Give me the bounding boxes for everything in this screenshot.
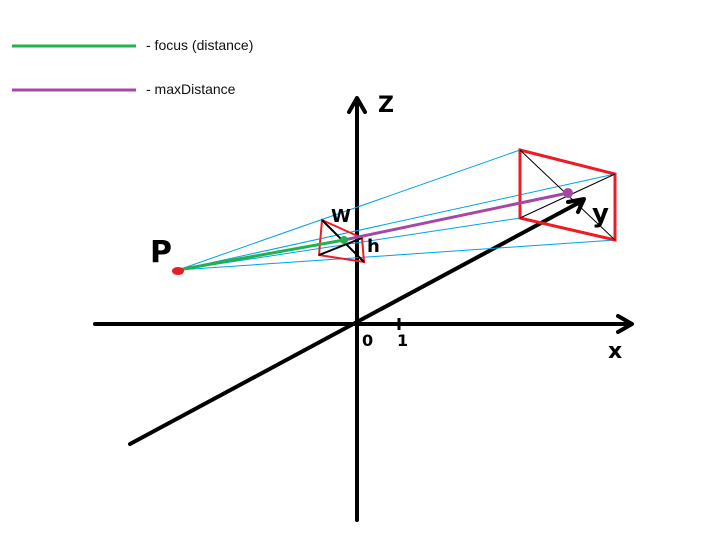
focus-distance-line	[177, 238, 345, 272]
max-distance-point	[563, 188, 573, 198]
legend-maxdistance-label: - maxDistance	[146, 81, 236, 97]
viewpoint-p	[172, 267, 184, 275]
x-axis-label: x	[608, 339, 622, 364]
origin-label: 0	[362, 331, 373, 350]
z-axis-arrow	[347, 96, 367, 114]
frustum-edges	[177, 149, 616, 271]
focus-point	[340, 236, 348, 244]
max-distance-line	[343, 191, 569, 242]
x-axis-arrow	[616, 314, 634, 334]
legend-focus-label: - focus (distance)	[146, 37, 254, 53]
point-label: P	[150, 235, 172, 270]
y-axis	[128, 199, 584, 446]
height-label: h	[367, 236, 380, 257]
width-label: W	[331, 206, 351, 227]
z-axis-label: Z	[378, 93, 394, 118]
unit-tick-label: 1	[397, 331, 408, 350]
y-axis-label: y	[592, 199, 609, 229]
